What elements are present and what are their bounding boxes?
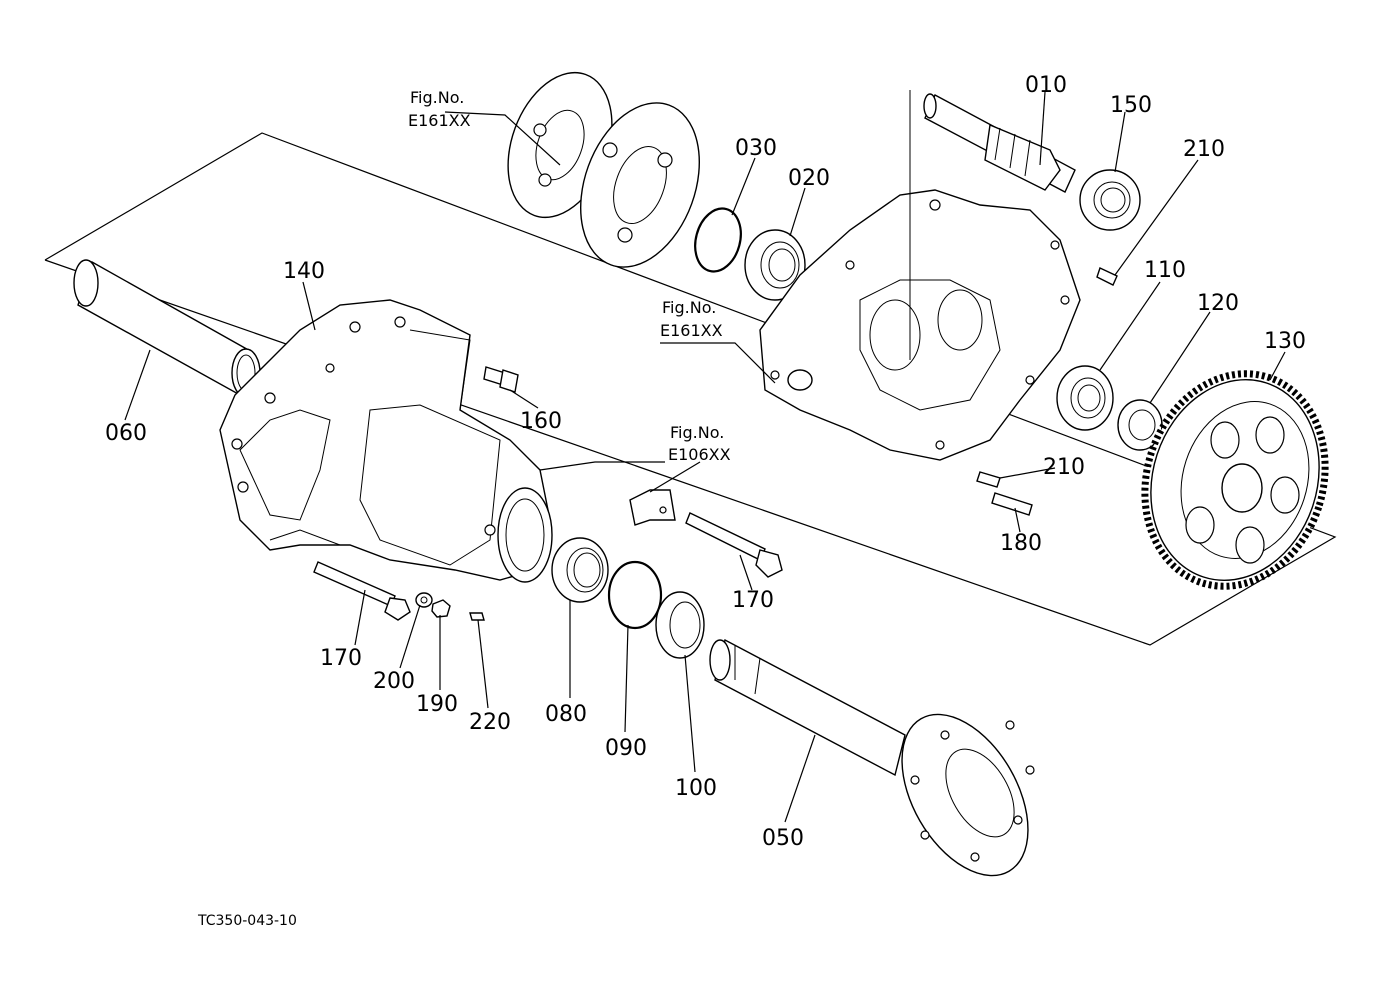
assembly-boundary bbox=[44, 132, 1337, 646]
label-190: 190 bbox=[416, 692, 458, 717]
label-120: 120 bbox=[1197, 291, 1239, 316]
part-150-bearing bbox=[1079, 169, 1141, 231]
part-labels: 010 150 210 030 020 110 120 130 140 160 … bbox=[105, 73, 1306, 851]
part-220-clip bbox=[469, 612, 485, 621]
label-030: 030 bbox=[735, 136, 777, 161]
part-170-bolt-right bbox=[685, 512, 783, 578]
fig-ref-e106-line1: Fig.No. bbox=[670, 423, 724, 442]
label-090: 090 bbox=[605, 736, 647, 761]
part-210-pin-upper bbox=[1096, 267, 1118, 286]
label-050: 050 bbox=[762, 826, 804, 851]
part-bracket-e106 bbox=[629, 489, 676, 526]
label-170-left: 170 bbox=[320, 646, 362, 671]
part-140-housing bbox=[219, 299, 553, 583]
part-080-seal bbox=[551, 537, 609, 603]
fig-ref-e161-upper-line2: E161XX bbox=[408, 111, 471, 130]
part-050-axle bbox=[709, 638, 1035, 877]
label-110: 110 bbox=[1144, 258, 1186, 283]
fig-ref-e161-lower: Fig.No. E161XX bbox=[660, 298, 723, 340]
label-160: 160 bbox=[520, 409, 562, 434]
part-010-pinion-shaft bbox=[923, 93, 1076, 193]
label-100: 100 bbox=[675, 776, 717, 801]
label-170-right: 170 bbox=[732, 588, 774, 613]
part-020-bearing bbox=[744, 229, 806, 301]
label-130: 130 bbox=[1264, 329, 1306, 354]
fig-ref-e161-lower-line1: Fig.No. bbox=[662, 298, 716, 317]
part-060-tube bbox=[73, 259, 261, 398]
label-200: 200 bbox=[373, 669, 415, 694]
label-210-upper: 210 bbox=[1183, 137, 1225, 162]
label-010: 010 bbox=[1025, 73, 1067, 98]
label-150: 150 bbox=[1110, 93, 1152, 118]
part-180-stud bbox=[991, 492, 1033, 516]
part-130-gear bbox=[1141, 370, 1329, 590]
fig-ref-e106: Fig.No. E106XX bbox=[668, 423, 731, 464]
part-210-pin-lower bbox=[976, 471, 1001, 488]
part-100-seal bbox=[655, 591, 705, 659]
leader-lines bbox=[124, 91, 1286, 823]
fig-ref-e161-upper-line1: Fig.No. bbox=[410, 88, 464, 107]
label-180: 180 bbox=[1000, 531, 1042, 556]
label-220: 220 bbox=[469, 710, 511, 735]
part-090-snap-ring bbox=[607, 560, 663, 630]
fig-ref-e106-line2: E106XX bbox=[668, 445, 731, 464]
label-140: 140 bbox=[283, 259, 325, 284]
label-080: 080 bbox=[545, 702, 587, 727]
part-160-plug bbox=[483, 366, 519, 393]
label-060: 060 bbox=[105, 421, 147, 446]
label-210-lower: 210 bbox=[1043, 455, 1085, 480]
part-190-nut bbox=[431, 599, 451, 618]
drawing-code: TC350-043-10 bbox=[197, 913, 297, 929]
part-170-bolt-left bbox=[313, 561, 411, 621]
label-020: 020 bbox=[788, 166, 830, 191]
part-110-bearing bbox=[1056, 365, 1114, 431]
part-clutch-plates-e161 bbox=[507, 71, 700, 268]
fig-ref-e161-lower-line2: E161XX bbox=[660, 321, 723, 340]
part-case-cover-e161 bbox=[759, 90, 1081, 461]
part-200-washer bbox=[415, 592, 433, 608]
part-030-snap-ring bbox=[694, 207, 742, 273]
fig-ref-e161-upper: Fig.No. E161XX bbox=[408, 88, 471, 130]
